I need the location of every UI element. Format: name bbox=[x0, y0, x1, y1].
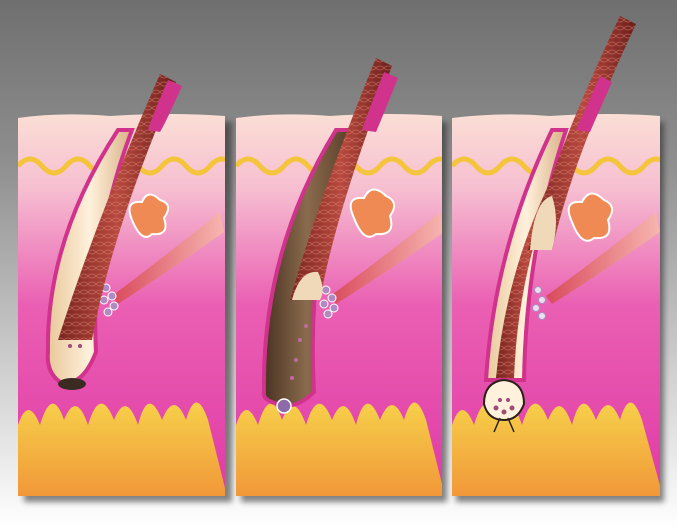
subcutaneous-fat-layer bbox=[452, 403, 664, 501]
panel-1-anagen bbox=[18, 74, 234, 500]
subcutaneous-fat-layer bbox=[18, 403, 228, 501]
dermal-papilla bbox=[277, 399, 291, 413]
panel-2-catagen bbox=[236, 58, 452, 500]
subcutaneous-fat-layer bbox=[236, 403, 446, 501]
panel-3-telogen bbox=[452, 16, 668, 500]
dermal-papilla bbox=[58, 378, 86, 390]
